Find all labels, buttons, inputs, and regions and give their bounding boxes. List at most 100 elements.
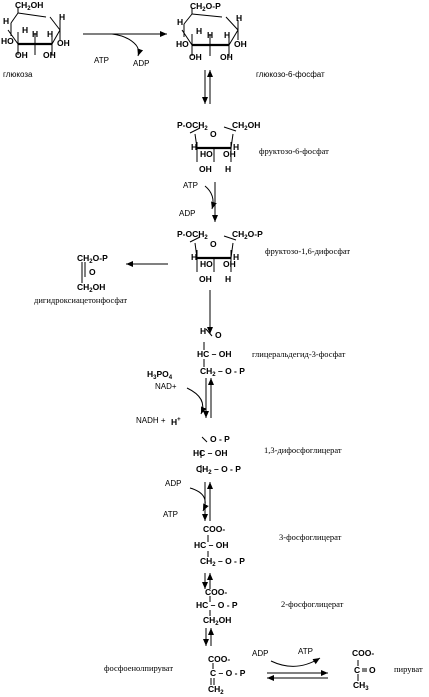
atom: HO xyxy=(200,259,213,269)
atom: H xyxy=(177,17,184,27)
f16bp-ring xyxy=(189,235,237,272)
atom: HO xyxy=(176,39,189,49)
atom: H xyxy=(224,30,231,40)
atom: C xyxy=(354,665,361,675)
atom: CH2O-P xyxy=(190,1,221,13)
atom: CH2OH xyxy=(203,615,232,627)
atp-label: ATP xyxy=(163,510,178,519)
f6p-label: фруктозо-6-фосфат xyxy=(259,146,329,156)
atom: CH2 – O - P xyxy=(196,464,241,476)
atom: CH2O-P xyxy=(77,253,108,265)
pg2-label: 2-фосфоглицерат xyxy=(281,599,344,609)
atom: P-OCH2 xyxy=(177,120,208,132)
atom: H xyxy=(236,13,243,23)
adp-label: ADP xyxy=(252,649,269,658)
atom: H xyxy=(191,252,198,262)
atom: H xyxy=(32,29,39,39)
pyruvate-kinase-arrows xyxy=(267,657,328,681)
dhap-label: дигидроксиацетонфосфат xyxy=(34,295,128,305)
nad-label: NAD+ xyxy=(155,382,177,391)
atp-label: ATP xyxy=(94,56,109,65)
atom: H xyxy=(225,164,232,174)
atom: O xyxy=(215,330,222,340)
pgm-arrows xyxy=(202,573,213,589)
g3p-bonds xyxy=(203,328,213,367)
pep-bonds xyxy=(210,663,215,685)
atom: H xyxy=(225,274,232,284)
atom: OH xyxy=(223,149,236,159)
adp-label: ADP xyxy=(165,479,182,488)
atom: COO- xyxy=(205,587,228,597)
atom: H xyxy=(47,29,54,39)
atom: OH xyxy=(43,50,56,60)
phosphoric-acid-label: H3PO4 xyxy=(147,369,173,381)
atom: O xyxy=(89,267,96,277)
atom: CH3 xyxy=(353,680,369,692)
glucose-ring xyxy=(7,7,61,55)
atom: H xyxy=(191,142,198,152)
atom: O xyxy=(210,239,217,249)
atom: CH2O-P xyxy=(232,229,263,241)
g6p-label: глюкозо-6-фосфат xyxy=(256,70,325,79)
dhap-bonds xyxy=(81,262,86,283)
adp-label: ADP xyxy=(179,209,196,218)
atom: OH xyxy=(199,274,212,284)
atom: HC – OH xyxy=(197,349,232,359)
atom: HC – OH xyxy=(193,448,228,458)
atom: OH xyxy=(15,50,28,60)
bpg13-label: 1,3-дифосфоглицерат xyxy=(264,445,342,455)
enolase-arrows xyxy=(203,628,214,646)
g3p-label: глицеральдегид-3-фосфат xyxy=(252,349,346,359)
pyruvate-bonds xyxy=(357,660,367,681)
atom: C – O - P xyxy=(210,668,246,678)
f16bp-label: фруктозо-1,6-дифосфат xyxy=(265,246,351,256)
atom: O xyxy=(210,129,217,139)
atom: H xyxy=(59,12,66,22)
atom: CH2 xyxy=(208,684,224,696)
atom: HO xyxy=(1,36,14,46)
atom: H xyxy=(22,25,29,35)
atom: H xyxy=(233,252,240,262)
atom: H xyxy=(196,26,203,36)
hexokinase-arrow xyxy=(83,31,167,57)
atom: OH xyxy=(57,38,70,48)
atom: H xyxy=(3,16,10,26)
glucose-label: глюкоза xyxy=(3,70,33,79)
atom: OH xyxy=(223,259,236,269)
atp-label: ATP xyxy=(183,181,198,190)
atom: CH2 – O - P xyxy=(200,556,245,568)
nadh-label: NADH + xyxy=(136,416,166,425)
atom: OH xyxy=(220,52,233,62)
gapdh-arrows xyxy=(186,378,214,418)
isomerase-arrows xyxy=(202,70,213,104)
pg3-label: 3-фосфоглицерат xyxy=(279,532,342,542)
atom: OH xyxy=(189,52,202,62)
atom: HO xyxy=(200,149,213,159)
atom: COO- xyxy=(352,648,375,658)
atom: CH2OH xyxy=(232,120,261,132)
atom: H xyxy=(207,30,214,40)
pgk-arrows xyxy=(189,482,213,521)
atom: P-OCH2 xyxy=(177,229,208,241)
atom: COO- xyxy=(203,524,226,534)
atom: O xyxy=(369,665,376,675)
atom: OH xyxy=(234,39,247,49)
atom: H xyxy=(233,142,240,152)
atom: OH xyxy=(199,164,212,174)
atp-label: ATP xyxy=(298,647,313,656)
adp-label: ADP xyxy=(133,59,150,68)
f6p-ring xyxy=(189,126,237,162)
atom: O - P xyxy=(210,434,230,444)
pyruvate-label: пируват xyxy=(394,664,423,674)
atom: CH2OH xyxy=(77,282,106,294)
atom: COO- xyxy=(208,654,231,664)
g6p-ring xyxy=(181,8,239,56)
atom: H xyxy=(200,326,207,336)
proton-label: H+ xyxy=(171,417,181,427)
pep-label: фосфоенолпируват xyxy=(104,663,174,673)
atom: CH2 – O - P xyxy=(200,366,245,378)
atom: HC – O - P xyxy=(196,600,238,610)
atom: HC – OH xyxy=(194,540,229,550)
pfk-arrow xyxy=(204,182,218,222)
